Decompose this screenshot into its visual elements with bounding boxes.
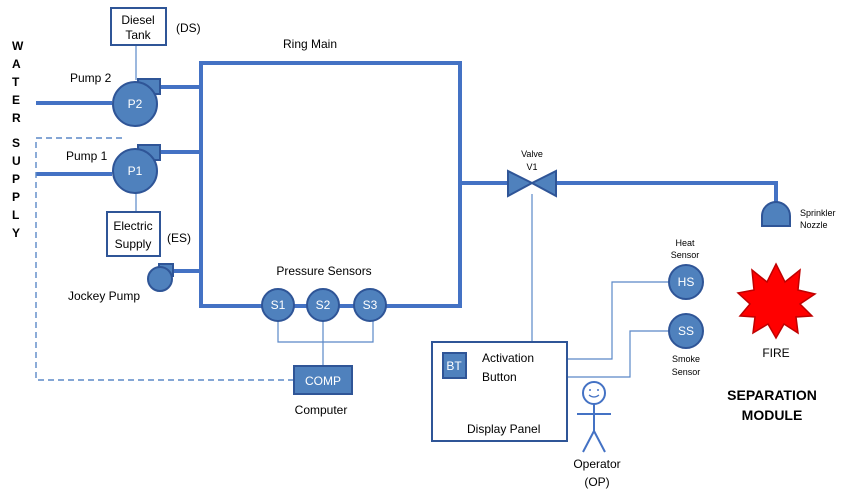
electric-supply-tag: (ES): [167, 231, 191, 245]
valve-line2: V1: [526, 162, 537, 172]
ring-main-label: Ring Main: [283, 37, 337, 51]
sensor-s3-icon[interactable]: [353, 288, 387, 322]
electric-supply-box[interactable]: [106, 211, 161, 257]
pump1-id: P1: [128, 164, 143, 178]
sprinkler-nozzle[interactable]: Sprinkler Nozzle: [761, 201, 836, 230]
computer-label: Computer: [295, 403, 348, 417]
sensor-s2-label: S2: [316, 298, 331, 312]
sensor-s2-icon[interactable]: [306, 288, 340, 322]
computer-control-line: [35, 137, 294, 381]
smoke-sensor-line2: Sensor: [672, 367, 701, 377]
supply-letter: S: [12, 136, 20, 150]
jockey-pump-icon[interactable]: [147, 266, 173, 292]
valve-v1[interactable]: Valve V1: [507, 149, 557, 198]
bt-label: BT: [446, 359, 462, 373]
diesel-tank[interactable]: Diesel Tank (DS): [110, 7, 201, 46]
pump-1[interactable]: Pump 1 P1: [66, 144, 161, 194]
operator-line1: Operator: [573, 457, 620, 471]
pump2-id: P2: [128, 97, 143, 111]
valve-right-wedge[interactable]: [529, 169, 557, 198]
electric-supply-line1: Electric: [113, 219, 152, 233]
smoke-sensor[interactable]: SS Smoke Sensor: [668, 313, 704, 377]
heat-sensor-wire: [567, 281, 668, 360]
heat-sensor[interactable]: Heat Sensor HS: [668, 238, 704, 300]
water-supply-label: W A T E R S U P P L Y: [12, 39, 24, 240]
electric-supply-line2: Supply: [115, 237, 152, 251]
water-letter: E: [12, 93, 20, 107]
fire: FIRE: [736, 262, 817, 360]
water-letter: T: [12, 75, 20, 89]
electric-supply[interactable]: Electric Supply (ES): [106, 211, 191, 257]
supply-letter: U: [12, 154, 21, 168]
operator: Operator (OP): [573, 381, 621, 489]
sprinkler-nozzle-icon[interactable]: [761, 201, 791, 227]
pump1-icon[interactable]: [112, 148, 158, 194]
water-letter: W: [12, 39, 24, 53]
sprinkler-line1: Sprinkler: [800, 208, 836, 218]
activation-line2: Button: [482, 370, 517, 384]
supply-letter: P: [12, 172, 20, 186]
pressure-sensors: Pressure Sensors S1 S2 S3: [261, 264, 387, 322]
diesel-tank-box[interactable]: [110, 7, 167, 46]
computer-id: COMP: [305, 374, 341, 388]
diesel-tank-line2: Tank: [125, 28, 151, 42]
sensor-s1-label: S1: [271, 298, 286, 312]
pump1-label: Pump 1: [66, 149, 108, 163]
supply-letter: L: [12, 208, 19, 222]
smoke-sensor-line1: Smoke: [672, 354, 700, 364]
separation-line2: MODULE: [742, 407, 803, 423]
pump-2[interactable]: Pump 2 P2: [70, 71, 161, 127]
smoke-sensor-icon[interactable]: [668, 313, 704, 349]
activation-line1: Activation: [482, 351, 534, 365]
heat-sensor-icon[interactable]: [668, 264, 704, 300]
separation-module: SEPARATION MODULE: [727, 387, 817, 423]
supply-letter: P: [12, 190, 20, 204]
supply-letter: Y: [12, 226, 20, 240]
diesel-tank-tag: (DS): [176, 21, 201, 35]
heat-sensor-id: HS: [678, 275, 695, 289]
valve-left-wedge[interactable]: [507, 169, 535, 198]
smoke-sensor-id: SS: [678, 324, 694, 338]
display-panel[interactable]: BT Activation Button Display Panel: [431, 341, 568, 442]
sensor-bus-wire: [277, 321, 374, 343]
heat-sensor-line1: Heat: [675, 238, 695, 248]
diesel-tank-line1: Diesel: [121, 13, 154, 27]
operator-line2: (OP): [584, 475, 609, 489]
operator-figure-icon: [577, 381, 611, 453]
valve-line1: Valve: [521, 149, 543, 159]
pump2-icon[interactable]: [112, 81, 158, 127]
jockey-pump-label: Jockey Pump: [68, 289, 140, 303]
bt-button[interactable]: [442, 352, 467, 379]
computer-box[interactable]: [293, 365, 353, 395]
water-letter: R: [12, 111, 21, 125]
fire-label: FIRE: [762, 346, 789, 360]
display-panel-label: Display Panel: [467, 422, 540, 436]
separation-line1: SEPARATION: [727, 387, 817, 403]
sensor-s3-label: S3: [363, 298, 378, 312]
sensor-s1-icon[interactable]: [261, 288, 295, 322]
pump2-label: Pump 2: [70, 71, 112, 85]
smoke-sensor-wire: [567, 330, 668, 378]
fire-burst-icon: [736, 262, 817, 340]
jockey-pump[interactable]: Jockey Pump: [68, 263, 174, 303]
computer[interactable]: COMP Computer: [293, 365, 353, 417]
heat-sensor-line2: Sensor: [671, 250, 700, 260]
pressure-sensors-title: Pressure Sensors: [276, 264, 371, 278]
sprinkler-line2: Nozzle: [800, 220, 828, 230]
signal-wiring: [35, 44, 668, 381]
water-letter: A: [12, 57, 21, 71]
